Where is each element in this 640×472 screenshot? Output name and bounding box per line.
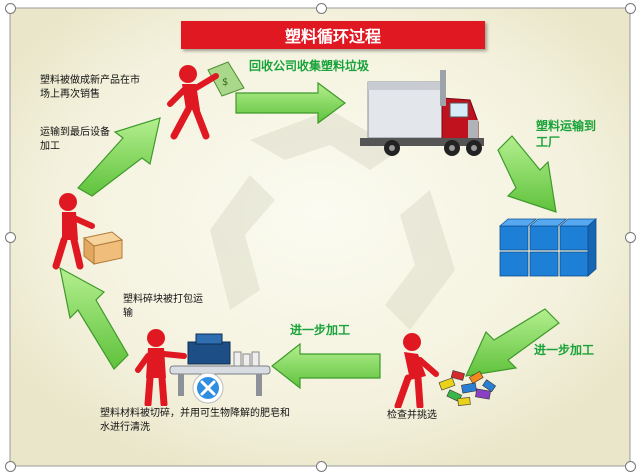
page-title: 塑料循环过程 [181, 21, 485, 49]
recycle-watermark-icon [210, 110, 455, 330]
money-bag-icon: $ [207, 61, 245, 97]
arrow-ship-to-product [77, 117, 161, 197]
resize-handle-top-center[interactable] [316, 3, 327, 14]
step-process-label-middle: 进一步加工 [290, 323, 351, 337]
step-collect-label: 回收公司收集塑料垃圾 [249, 59, 370, 73]
arrow-product-to-truck [235, 81, 347, 125]
cardboard-box-icon [82, 231, 124, 266]
cycle-arrows [59, 81, 560, 390]
arrow-cubes-to-sort [464, 308, 560, 377]
arrow-wash-to-bale [59, 266, 129, 370]
step-wash-label: 塑料材料被切碎，并用可生物降解的肥皂和 水进行清洗 [100, 408, 290, 433]
resize-handle-bottom-right[interactable] [625, 461, 636, 472]
step-transport-label: 塑料运输到 工厂 [536, 119, 597, 149]
plastic-pieces-icon [438, 370, 497, 406]
step-bale-label: 塑料碎块被打包运 输 [123, 294, 203, 319]
resize-handle-bottom-center[interactable] [316, 461, 327, 472]
step-ship-final-label: 运输到最后设备 加工 [40, 127, 110, 152]
resize-handle-top-left[interactable] [5, 3, 16, 14]
blue-cubes-icon [498, 218, 598, 277]
resize-handle-middle-right[interactable] [625, 232, 636, 243]
step-sort-label: 检查并挑选 [387, 410, 437, 421]
truck-icon [360, 70, 484, 156]
person-selling-icon [167, 65, 219, 140]
arrow-truck-to-cubes [497, 135, 557, 213]
step-product-label: 塑料被做成新产品在市 场上再次销售 [40, 75, 140, 100]
svg-text:$: $ [222, 77, 228, 88]
resize-handle-top-right[interactable] [625, 3, 636, 14]
resize-handle-middle-left[interactable] [5, 232, 16, 243]
person-operating-machine-icon [135, 329, 187, 406]
person-sorting-icon [394, 333, 439, 408]
shredder-machine-icon [169, 333, 271, 404]
arrow-sort-to-wash [271, 342, 381, 390]
step-process-label-right: 进一步加工 [534, 343, 595, 357]
resize-handle-bottom-left[interactable] [5, 461, 16, 472]
person-carrying-box-icon [52, 193, 95, 270]
